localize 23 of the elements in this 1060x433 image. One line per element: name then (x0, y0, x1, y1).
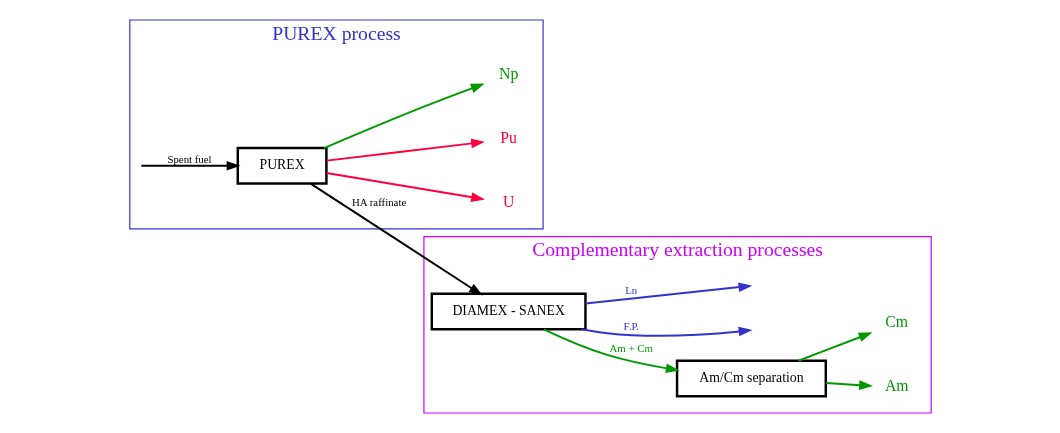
arrow (325, 172, 485, 202)
edge-label: Am + Cm (609, 341, 653, 354)
node-text: Cm (884, 313, 908, 331)
arrow (584, 282, 752, 305)
node-text: Pu (499, 128, 517, 146)
arrow (139, 160, 240, 171)
edge-label: HA raffinate (351, 195, 406, 208)
arrow (542, 328, 680, 374)
arrow (325, 138, 485, 162)
edge-label: Ln (624, 283, 637, 296)
edge-label: F.P. (623, 320, 639, 333)
arrow (824, 380, 873, 390)
arrow (579, 326, 752, 337)
node-text: Am (884, 377, 909, 395)
arrow (322, 83, 485, 150)
node-box: Am/Cm separation (675, 359, 827, 398)
node-box: PUREX (236, 146, 328, 185)
arrow (797, 332, 872, 362)
node-box: DIAMEX - SANEX (430, 292, 587, 331)
node-text: U (502, 192, 514, 210)
edge-label: Spent fuel (166, 152, 212, 165)
node-text: Np (498, 64, 518, 82)
arrow (309, 182, 483, 296)
